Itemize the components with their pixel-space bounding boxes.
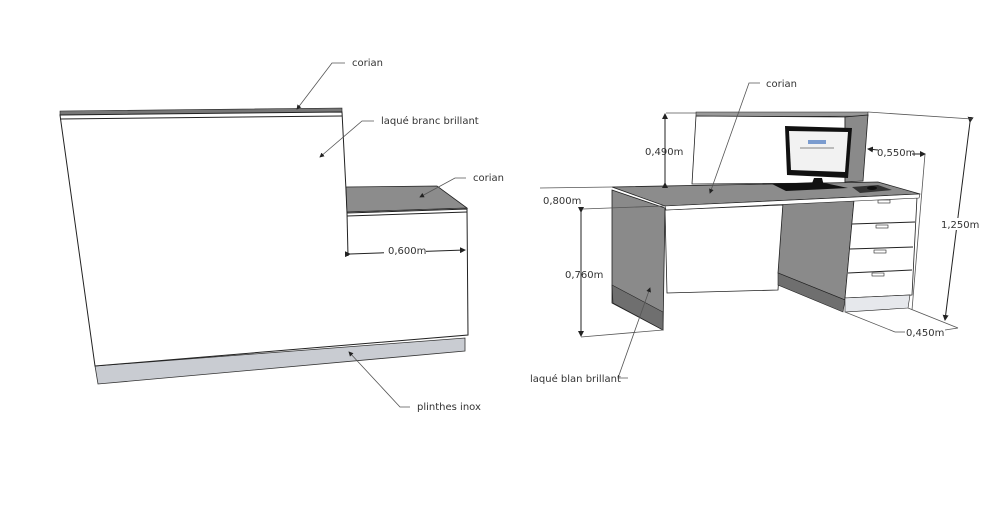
- dim-0760: 0,760m: [565, 270, 603, 281]
- label-corian-shelf: corian: [473, 173, 504, 184]
- desk-top-edge: [664, 193, 921, 211]
- keyboard: [772, 182, 848, 191]
- drawer-handle: [877, 199, 891, 204]
- drawer-handle: [875, 224, 889, 229]
- dim-0490: 0,490m: [645, 147, 683, 158]
- dim-0450: 0,450m: [906, 328, 944, 339]
- inner-plinth: [777, 272, 846, 313]
- drawer-handle: [873, 249, 887, 254]
- dim-1250: 1,250m: [941, 220, 979, 231]
- dim-0550: 0,550m: [877, 148, 915, 159]
- front-panel: [59, 111, 469, 367]
- dim-0600: 0,600m: [388, 246, 426, 257]
- label-corian-desk: corian: [766, 79, 797, 90]
- cabinet-plinth: [844, 294, 911, 313]
- right-desk-back-view: 0,490m 0,800m 0,760m 1,250m 0,550m 0,450…: [530, 79, 979, 385]
- label-corian-top: corian: [352, 58, 383, 69]
- knee-back-white: [664, 204, 784, 294]
- corian-shelf-top: [345, 185, 469, 213]
- plinth-inox: [94, 337, 466, 385]
- label-laque-blan: laqué blan brillant: [530, 373, 621, 385]
- mouse: [867, 186, 877, 190]
- label-plinthes-inox: plinthes inox: [417, 402, 481, 413]
- label-laque-branc: laqué branc brillant: [381, 115, 479, 127]
- left-desk-front-view: 0,600m corian laqué branc brillant coria…: [59, 58, 504, 413]
- drawer-handle: [871, 272, 885, 277]
- monitor: [772, 126, 892, 193]
- dim-0800: 0,800m: [543, 196, 581, 207]
